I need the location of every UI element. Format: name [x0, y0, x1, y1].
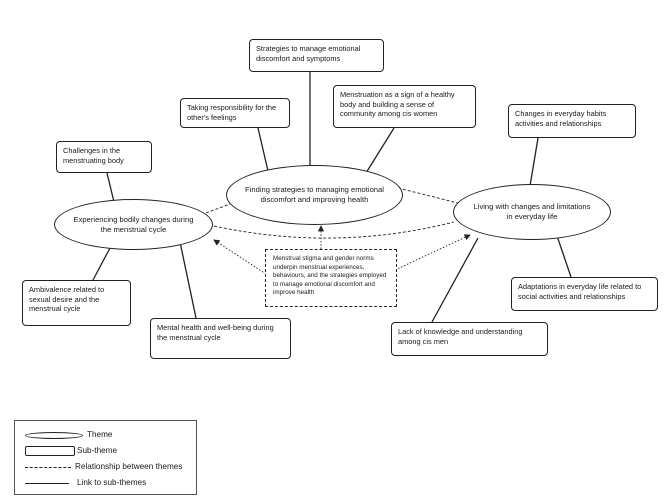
arrow-to-living	[394, 234, 471, 271]
legend-theme: Theme	[15, 429, 196, 441]
link-living-lack	[431, 237, 479, 323]
link-experiencing-ambivalence	[92, 247, 111, 281]
theme-living: Living with changes and limitations in e…	[453, 184, 611, 240]
link-experiencing-mental	[179, 241, 197, 319]
legend-subtheme-symbol	[25, 446, 75, 456]
subtheme-mental-health: Mental health and well-being during the …	[150, 318, 291, 359]
legend-subtheme: Sub-theme	[15, 445, 196, 457]
link-finding-responsibility	[257, 127, 269, 172]
link-experiencing-challenges	[106, 172, 115, 203]
legend-relationship-label: Relationship between themes	[75, 462, 183, 471]
legend-relationship: Relationship between themes	[15, 461, 196, 473]
subtheme-adaptations: Adaptations in everyday life related to …	[511, 277, 658, 311]
legend-link-label: Link to sub-themes	[77, 478, 147, 487]
theme-experiencing: Experiencing bodily changes during the m…	[54, 199, 213, 250]
arrow-to-experiencing	[213, 239, 267, 275]
subtheme-changes-habits: Changes in everyday habits activities an…	[508, 104, 636, 138]
legend-link: Link to sub-themes	[15, 477, 196, 489]
relation-experiencing-finding	[205, 200, 239, 214]
subtheme-taking-responsibility: Taking responsibility for the other's fe…	[180, 98, 290, 128]
relation-experiencing-living	[213, 221, 455, 239]
legend-subtheme-label: Sub-theme	[77, 446, 118, 455]
subtheme-strategies-emotional: Strategies to manage emotional discomfor…	[249, 39, 384, 72]
subtheme-lack-knowledge: Lack of knowledge and understanding amon…	[391, 322, 548, 356]
legend: Theme Sub-theme Relationship between the…	[14, 420, 197, 495]
subtheme-healthy-body: Menstruation as a sign of a healthy body…	[333, 85, 476, 128]
theme-finding: Finding strategies to managing emotional…	[226, 165, 403, 225]
legend-link-symbol	[25, 483, 69, 484]
legend-relationship-symbol	[25, 467, 71, 468]
subtheme-challenges-body: Challenges in the menstruating body	[56, 141, 152, 173]
subtheme-ambivalence: Ambivalence related to sexual desire and…	[22, 280, 131, 326]
link-living-habits	[529, 137, 539, 187]
link-finding-healthy	[365, 127, 395, 174]
central-note: Menstrual stigma and gender norms underp…	[265, 249, 397, 307]
legend-theme-symbol	[25, 432, 83, 439]
relation-finding-living	[397, 187, 463, 205]
legend-theme-label: Theme	[87, 430, 113, 439]
